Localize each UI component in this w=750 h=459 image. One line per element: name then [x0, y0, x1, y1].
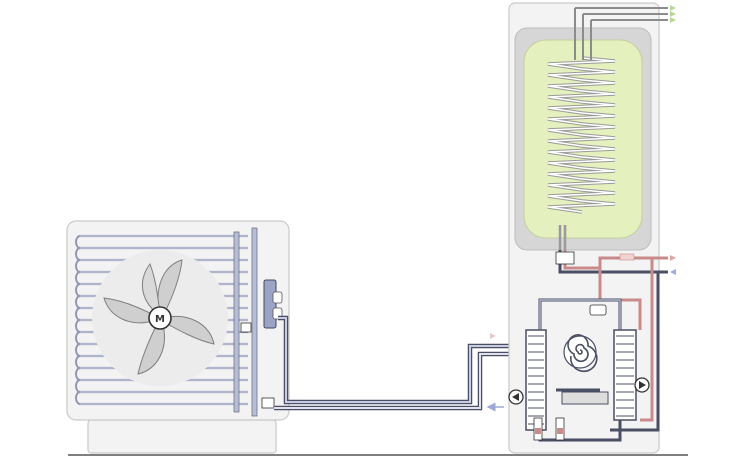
mixing-valve-icon: [555, 251, 575, 265]
outdoor-unit-base: [87, 419, 277, 454]
indoor-unit: [490, 2, 676, 454]
fan-icon: [103, 259, 215, 375]
heating-circuit-pipes: [555, 250, 676, 432]
tank-coil: [547, 56, 616, 250]
heating-return-arrow: [670, 269, 676, 275]
sensor-icon: [272, 291, 283, 304]
motor-icon: M: [148, 306, 172, 330]
heat-exchanger-icon: [525, 329, 547, 431]
outlet-arrow-3: [670, 17, 676, 23]
expansion-valve-icon: [240, 322, 252, 333]
coil-bend: [75, 391, 81, 405]
filter-icon: [261, 397, 275, 409]
outlet-arrow-2: [670, 11, 676, 17]
refrigerant-receiver: [263, 279, 277, 329]
heating-flow-arrow: [670, 255, 676, 261]
domestic-water-pipes: [574, 5, 676, 60]
service-valves: [533, 417, 565, 441]
pump-icon: [508, 389, 524, 405]
four-way-valve-icon: [589, 304, 607, 316]
flow-sensor-icon: [619, 253, 635, 261]
outdoor-unit: M: [66, 220, 290, 454]
coil-header-right: [251, 227, 258, 417]
tank-coil-riser: [558, 225, 567, 250]
pump-icon-right: [634, 377, 650, 393]
outlet-arrow-1: [670, 5, 676, 11]
motor-label: M: [155, 314, 165, 325]
inlet-arrow-top: [490, 333, 496, 339]
plate-heat-exchanger: [561, 391, 609, 405]
heat-exchanger-icon-right: [613, 329, 637, 421]
coil-header-left: [233, 231, 240, 413]
tank-coil-highlight: [547, 57, 616, 213]
compressor-icon: [563, 334, 598, 373]
connecting-pipes: [274, 315, 526, 412]
